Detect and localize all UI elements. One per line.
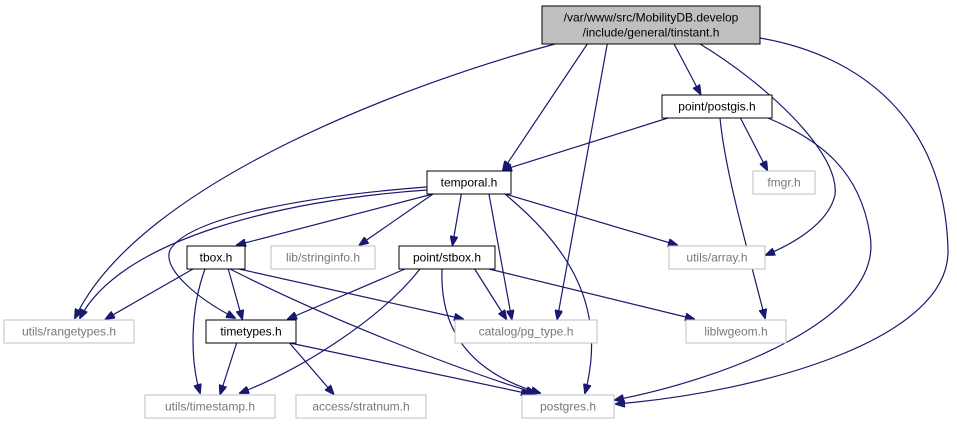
node-label-array: utils/array.h	[686, 251, 747, 265]
edge-root-to-postgis	[673, 43, 700, 94]
edge-postgis-to-fmgr	[739, 117, 767, 170]
node-tbox[interactable]: tbox.h	[186, 245, 246, 270]
node-label-timetypes: timetypes.h	[220, 325, 281, 339]
edge-temporal-to-stbox	[453, 193, 462, 245]
node-liblwgeom: liblwgeom.h	[685, 319, 787, 344]
node-postgres: postgres.h	[521, 394, 615, 419]
node-stratnum: access/stratnum.h	[295, 394, 427, 419]
edge-temporal-to-stringinfo	[360, 193, 434, 245]
node-label-stratnum: access/stratnum.h	[312, 400, 409, 414]
edge-root-to-pgtype	[557, 43, 608, 319]
node-timetypes[interactable]: timetypes.h	[205, 319, 297, 344]
edge-stbox-to-liblwgeom	[488, 268, 694, 319]
node-label-root-line-1: /var/www/src/MobilityDB.develop	[564, 11, 739, 25]
edge-stbox-to-timetypes	[288, 268, 406, 319]
edge-postgis-to-temporal	[503, 117, 669, 170]
node-box-stringinfo	[270, 245, 376, 270]
node-box-timetypes	[205, 319, 297, 344]
edge-root-to-array	[699, 43, 836, 255]
node-stbox[interactable]: point/stbox.h	[398, 245, 496, 270]
node-postgis[interactable]: point/postgis.h	[661, 94, 773, 119]
node-array: utils/array.h	[668, 245, 766, 270]
edge-timetypes-to-stratnum	[289, 342, 334, 394]
node-label-postgis: point/postgis.h	[678, 100, 755, 114]
node-root[interactable]: /var/www/src/MobilityDB.develop/include/…	[541, 5, 761, 45]
node-label-tbox: tbox.h	[200, 251, 233, 265]
node-label-pgtype: catalog/pg_type.h	[479, 325, 574, 339]
edge-temporal-to-array	[504, 193, 677, 245]
node-box-rangetypes	[3, 319, 135, 344]
node-stringinfo: lib/stringinfo.h	[270, 245, 376, 270]
node-label-rangetypes: utils/rangetypes.h	[22, 325, 116, 339]
edge-root-to-rangetypes	[75, 43, 556, 318]
edges-layer	[75, 37, 949, 404]
edge-timetypes-to-timestamp	[220, 342, 238, 394]
node-label-root-line-2: /include/general/tinstant.h	[583, 26, 720, 40]
edge-temporal-to-timetypes	[168, 186, 428, 318]
node-label-stbox: point/stbox.h	[413, 251, 481, 265]
node-label-postgres: postgres.h	[540, 400, 596, 414]
edge-root-to-temporal	[503, 43, 588, 170]
node-box-stratnum	[295, 394, 427, 419]
edge-temporal-to-tbox	[237, 193, 434, 245]
node-box-liblwgeom	[685, 319, 787, 344]
edge-tbox-to-rangetypes	[106, 268, 194, 319]
node-pgtype: catalog/pg_type.h	[454, 319, 598, 344]
node-box-array	[668, 245, 766, 270]
edge-temporal-to-postgres	[504, 193, 593, 393]
node-box-timestamp	[144, 394, 276, 419]
edge-root-to-postgres	[616, 37, 949, 404]
edge-tbox-to-pgtype	[238, 268, 463, 319]
node-label-fmgr: fmgr.h	[767, 176, 800, 190]
node-box-postgis	[661, 94, 773, 119]
edge-stbox-to-pgtype	[474, 268, 507, 319]
node-box-postgres	[521, 394, 615, 419]
node-box-temporal	[426, 170, 512, 195]
nodes-layer: /var/www/src/MobilityDB.develop/include/…	[3, 5, 816, 419]
edge-tbox-to-timestamp	[192, 268, 206, 393]
node-box-tbox	[186, 245, 246, 270]
edge-postgis-to-postgres	[615, 117, 872, 400]
edge-tbox-to-timetypes	[227, 268, 242, 319]
node-label-temporal: temporal.h	[441, 176, 498, 190]
edge-postgis-to-liblwgeom	[719, 117, 765, 318]
node-box-pgtype	[454, 319, 598, 344]
node-temporal[interactable]: temporal.h	[426, 170, 512, 195]
node-rangetypes: utils/rangetypes.h	[3, 319, 135, 344]
edge-temporal-to-rangetypes	[80, 189, 428, 318]
edge-temporal-to-pgtype	[488, 193, 512, 319]
edge-tbox-to-postgres	[229, 268, 535, 393]
node-box-stbox	[398, 245, 496, 270]
node-label-liblwgeom: liblwgeom.h	[704, 325, 767, 339]
node-label-stringinfo: lib/stringinfo.h	[286, 251, 360, 265]
edge-timetypes-to-postgres	[289, 342, 530, 394]
edge-stbox-to-timestamp	[240, 268, 421, 393]
node-timestamp: utils/timestamp.h	[144, 394, 276, 419]
node-fmgr: fmgr.h	[752, 170, 816, 195]
node-box-fmgr	[752, 170, 816, 195]
node-label-timestamp: utils/timestamp.h	[165, 400, 255, 414]
node-box-root	[541, 5, 761, 45]
